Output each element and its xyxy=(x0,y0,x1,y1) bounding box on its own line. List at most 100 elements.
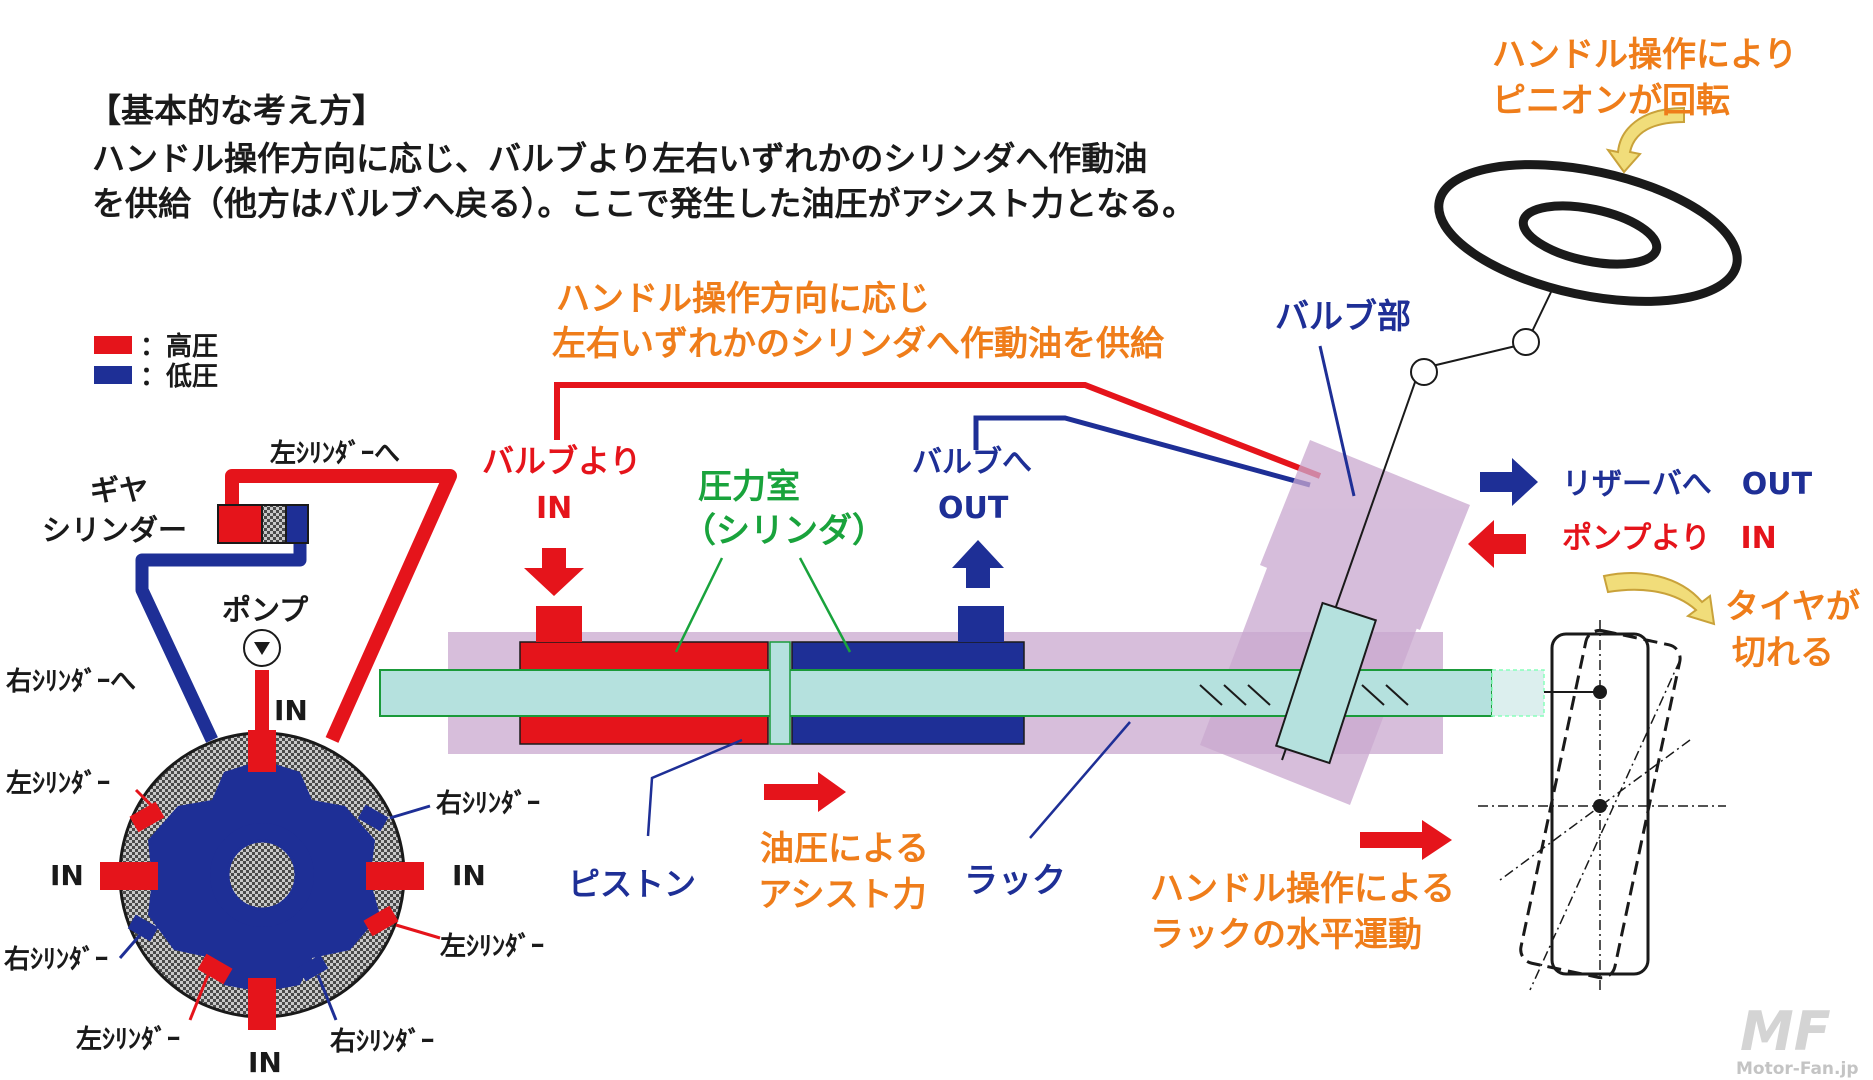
rack-move-arrow-icon xyxy=(1360,820,1452,860)
port-in-top xyxy=(248,730,276,772)
kingpin-point xyxy=(1593,799,1607,813)
port-high xyxy=(536,606,582,642)
right-section: ハンドル操作により ピニオンが回転 リザーバへ OUT ポンプより IN タイヤ… xyxy=(1410,35,1860,991)
assist-force-arrow-icon xyxy=(764,772,846,812)
port-low xyxy=(958,606,1004,642)
valve-in-label-2: IN xyxy=(536,491,572,526)
high-line-to-left-cylinder xyxy=(225,469,457,743)
pump-symbol-triangle-icon xyxy=(254,642,270,655)
tire-rotation-arrow-icon xyxy=(1602,572,1716,626)
steering-wheel-inner xyxy=(1518,201,1662,269)
rack-move-label-2: ラックの水平運動 xyxy=(1150,915,1422,955)
port-in-bottom xyxy=(248,978,276,1030)
header-line-2: を供給（他方はバルブへ戻る）。ここで発生した油圧がアシスト力となる。 xyxy=(92,184,1195,223)
valve-in-arrow-icon xyxy=(524,548,584,596)
pump-in-top-label: IN xyxy=(274,694,308,727)
legend: ：高圧 ：低圧 xyxy=(94,331,218,392)
port-in-left xyxy=(100,862,158,890)
leader-left-cyl-2 xyxy=(395,923,441,940)
label-in-right: IN xyxy=(452,859,486,892)
gear-cylinder-label-1: ギヤ xyxy=(90,473,148,507)
pump-label: ポンプ xyxy=(222,593,309,627)
from-pump-label: ポンプより IN xyxy=(1562,521,1777,556)
low-line-to-right-cylinder xyxy=(135,520,307,743)
chamber-leader-right xyxy=(798,557,852,653)
header: 【基本的な考え方】 ハンドル操作方向に応じ、バルブより左右いずれかのシリンダへ作… xyxy=(88,91,1195,223)
pinion-gear xyxy=(1274,601,1378,765)
watermark: MF Motor-Fan.jp xyxy=(1736,1000,1859,1079)
valve-section-label: バルブ部 xyxy=(1275,297,1411,337)
chamber-label-1: 圧力室 xyxy=(698,467,800,507)
legend-high-label: ：高圧 xyxy=(140,331,218,362)
valve-out-label-1: バルブへ xyxy=(912,445,1032,480)
header-title: 【基本的な考え方】 xyxy=(88,91,385,130)
watermark-logo: MF xyxy=(1740,1000,1831,1063)
port-left-cyl-lower xyxy=(363,905,399,937)
port-left-cyl-bottom xyxy=(197,953,233,985)
legend-low-label: ：低圧 xyxy=(140,362,218,392)
label-to-left-cylinder-top: 左ｼﾘﾝﾀﾞｰへ xyxy=(270,438,400,469)
leader-left-cyl-3 xyxy=(188,974,210,1021)
knuckle-joint xyxy=(1593,685,1607,699)
to-reservoir-arrow-icon xyxy=(1480,458,1538,506)
label-right-cylinder-3: 右ｼﾘﾝﾀﾞｰ xyxy=(330,1026,434,1057)
label-left-cylinder-3: 左ｼﾘﾝﾀﾞｰ xyxy=(76,1024,180,1055)
leader-right-cyl-3 xyxy=(316,974,338,1021)
label-right-cylinder-1: 右ｼﾘﾝﾀﾞｰ xyxy=(436,788,540,819)
label-right-cylinder-2: 右ｼﾘﾝﾀﾞｰ xyxy=(4,944,108,975)
leader-left-cyl-1 xyxy=(134,788,160,814)
high-supply-line xyxy=(554,382,1322,479)
rack-section: ハンドル操作方向に応じ 左右いずれかのシリンダへ作動油を供給 バルブより IN … xyxy=(379,279,1545,955)
universal-joint-lower xyxy=(1410,358,1438,386)
steering-wheel-outer xyxy=(1434,160,1742,306)
header-line-1: ハンドル操作方向に応じ、バルブより左右いずれかのシリンダへ作動油 xyxy=(92,139,1147,178)
rack-leader xyxy=(1029,721,1131,839)
legend-low-swatch xyxy=(94,366,132,384)
port-right-cyl-upper xyxy=(357,804,389,832)
watermark-site: Motor-Fan.jp xyxy=(1736,1059,1859,1079)
leader-right-cyl-1 xyxy=(389,804,431,820)
port-right-cyl-bottom xyxy=(297,954,329,982)
steer-label-2: ピニオンが回転 xyxy=(1492,81,1730,121)
valve-out-arrow-icon xyxy=(952,540,1004,588)
supply-label-2: 左右いずれかのシリンダへ作動油を供給 xyxy=(552,324,1165,364)
chamber-leader-left xyxy=(674,557,724,653)
rack-teeth xyxy=(1199,684,1409,706)
from-pump-arrow-icon xyxy=(1468,520,1526,568)
label-in-left: IN xyxy=(50,859,84,892)
valve-out-label-2: OUT xyxy=(938,491,1009,526)
valve-in-label-1: バルブより xyxy=(482,442,641,480)
assist-label-1: 油圧による xyxy=(760,829,929,869)
tire-label-2: 切れる xyxy=(1732,633,1834,673)
wheel-rotation-arrow-icon xyxy=(1605,106,1685,174)
rack-label: ラック xyxy=(964,861,1066,901)
right-chamber-bottom xyxy=(791,715,1025,745)
leader-right-cyl-2 xyxy=(118,934,142,959)
valve-section-leader xyxy=(1318,345,1356,497)
label-left-cylinder-2: 左ｼﾘﾝﾀﾞｰ xyxy=(440,931,544,962)
label-to-right-cylinder: 右ｼﾘﾝﾀﾞｰへ xyxy=(6,666,136,697)
right-chamber-top xyxy=(791,641,1025,671)
steer-label-1: ハンドル操作により xyxy=(1492,35,1797,75)
supply-label-1: ハンドル操作方向に応じ xyxy=(556,279,930,319)
gear-cylinder-label-2: シリンダー xyxy=(42,513,187,547)
gear-cylinder-high xyxy=(217,504,263,544)
assist-label-2: アシスト力 xyxy=(758,875,927,915)
left-chamber-top xyxy=(519,641,769,671)
chamber-label-2: （シリンダ） xyxy=(682,511,886,551)
left-chamber-bottom xyxy=(519,715,769,745)
tire-turned xyxy=(1519,628,1682,980)
gear-cylinder-low xyxy=(285,504,309,544)
tire-label-1: タイヤが xyxy=(1725,587,1860,627)
label-left-cylinder-1: 左ｼﾘﾝﾀﾞｰ xyxy=(6,768,110,799)
universal-joint-upper xyxy=(1512,328,1540,356)
port-right-cyl-lower xyxy=(127,914,159,942)
label-in-bottom: IN xyxy=(248,1046,282,1079)
pump-shaft xyxy=(226,839,298,911)
piston xyxy=(769,641,791,745)
rack-move-label-1: ハンドル操作による xyxy=(1150,869,1455,909)
to-reservoir-label: リザーバへ OUT xyxy=(1562,467,1813,502)
rack-bar-end xyxy=(1491,669,1545,717)
low-return-line xyxy=(973,415,1311,488)
